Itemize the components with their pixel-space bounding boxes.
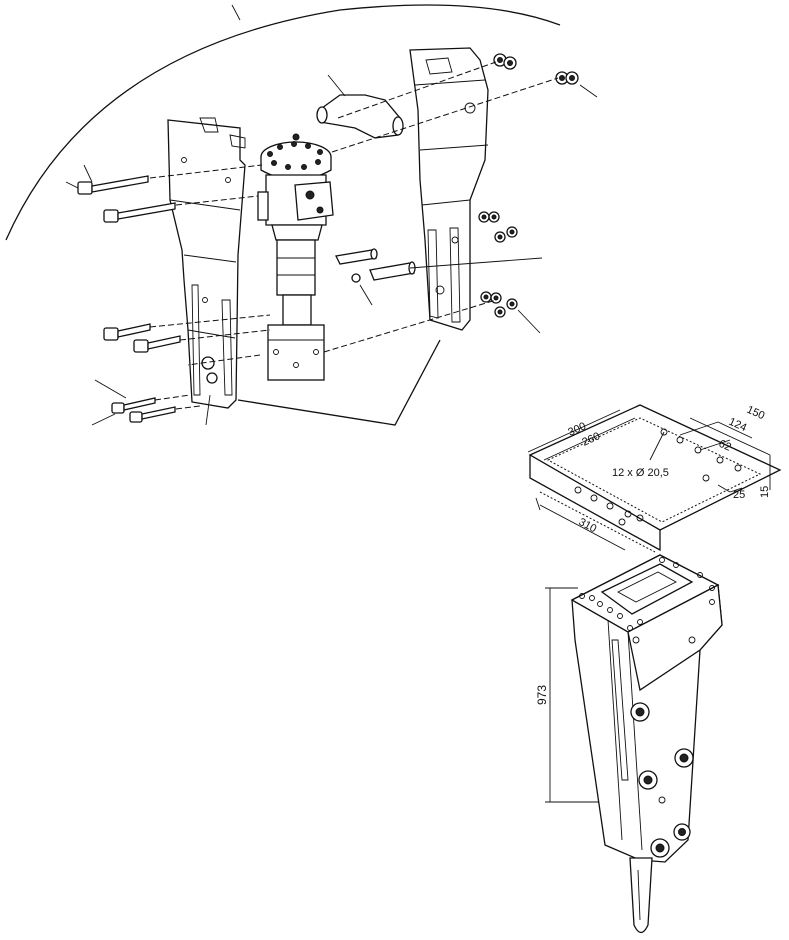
nut bbox=[490, 292, 502, 304]
bolt bbox=[111, 397, 156, 414]
dimension-15: 15 bbox=[759, 486, 771, 498]
dimension-25: 25 bbox=[733, 489, 745, 501]
side-bolt bbox=[650, 838, 670, 858]
nut bbox=[480, 291, 492, 303]
side-bolt bbox=[638, 770, 658, 790]
side-bolt bbox=[674, 748, 694, 768]
nut bbox=[478, 211, 490, 223]
alignment-lines bbox=[149, 61, 559, 410]
nut bbox=[506, 298, 518, 310]
nut bbox=[494, 306, 506, 318]
assembled-hammer: 973 bbox=[535, 554, 723, 934]
left-bolts bbox=[65, 164, 211, 426]
nut bbox=[494, 231, 506, 243]
bolt bbox=[77, 175, 149, 195]
nut bbox=[488, 211, 500, 223]
dimension-62: 62 bbox=[717, 438, 733, 454]
dimension-310: 310 bbox=[577, 516, 599, 535]
bolt bbox=[103, 202, 176, 223]
dimension-150: 150 bbox=[745, 404, 767, 422]
mounting-plate-drawing: 300 260 150 124 62 12 x Ø 20,5 25 15 310 bbox=[527, 404, 782, 553]
upper-buffer-bracket bbox=[316, 74, 404, 139]
side-plate-callout bbox=[237, 339, 441, 426]
bolt bbox=[103, 323, 151, 341]
right-nuts bbox=[478, 53, 598, 334]
side-bolt bbox=[673, 823, 691, 841]
side-bolt bbox=[630, 702, 650, 722]
lower-pin-set bbox=[335, 248, 543, 306]
assembly-callout-arc bbox=[5, 4, 561, 241]
right-side-plate bbox=[409, 47, 489, 331]
dimension-124: 124 bbox=[727, 416, 749, 434]
hole-pattern-label: 12 x Ø 20,5 bbox=[612, 467, 669, 479]
dimension-973: 973 bbox=[535, 685, 549, 705]
nut bbox=[506, 226, 518, 238]
bolt bbox=[129, 406, 176, 423]
hydraulic-cylinder-unit bbox=[257, 133, 334, 381]
bolt bbox=[133, 335, 181, 353]
nut bbox=[555, 71, 569, 85]
nut bbox=[565, 71, 579, 85]
nut bbox=[503, 56, 517, 70]
left-side-plate bbox=[167, 117, 246, 409]
